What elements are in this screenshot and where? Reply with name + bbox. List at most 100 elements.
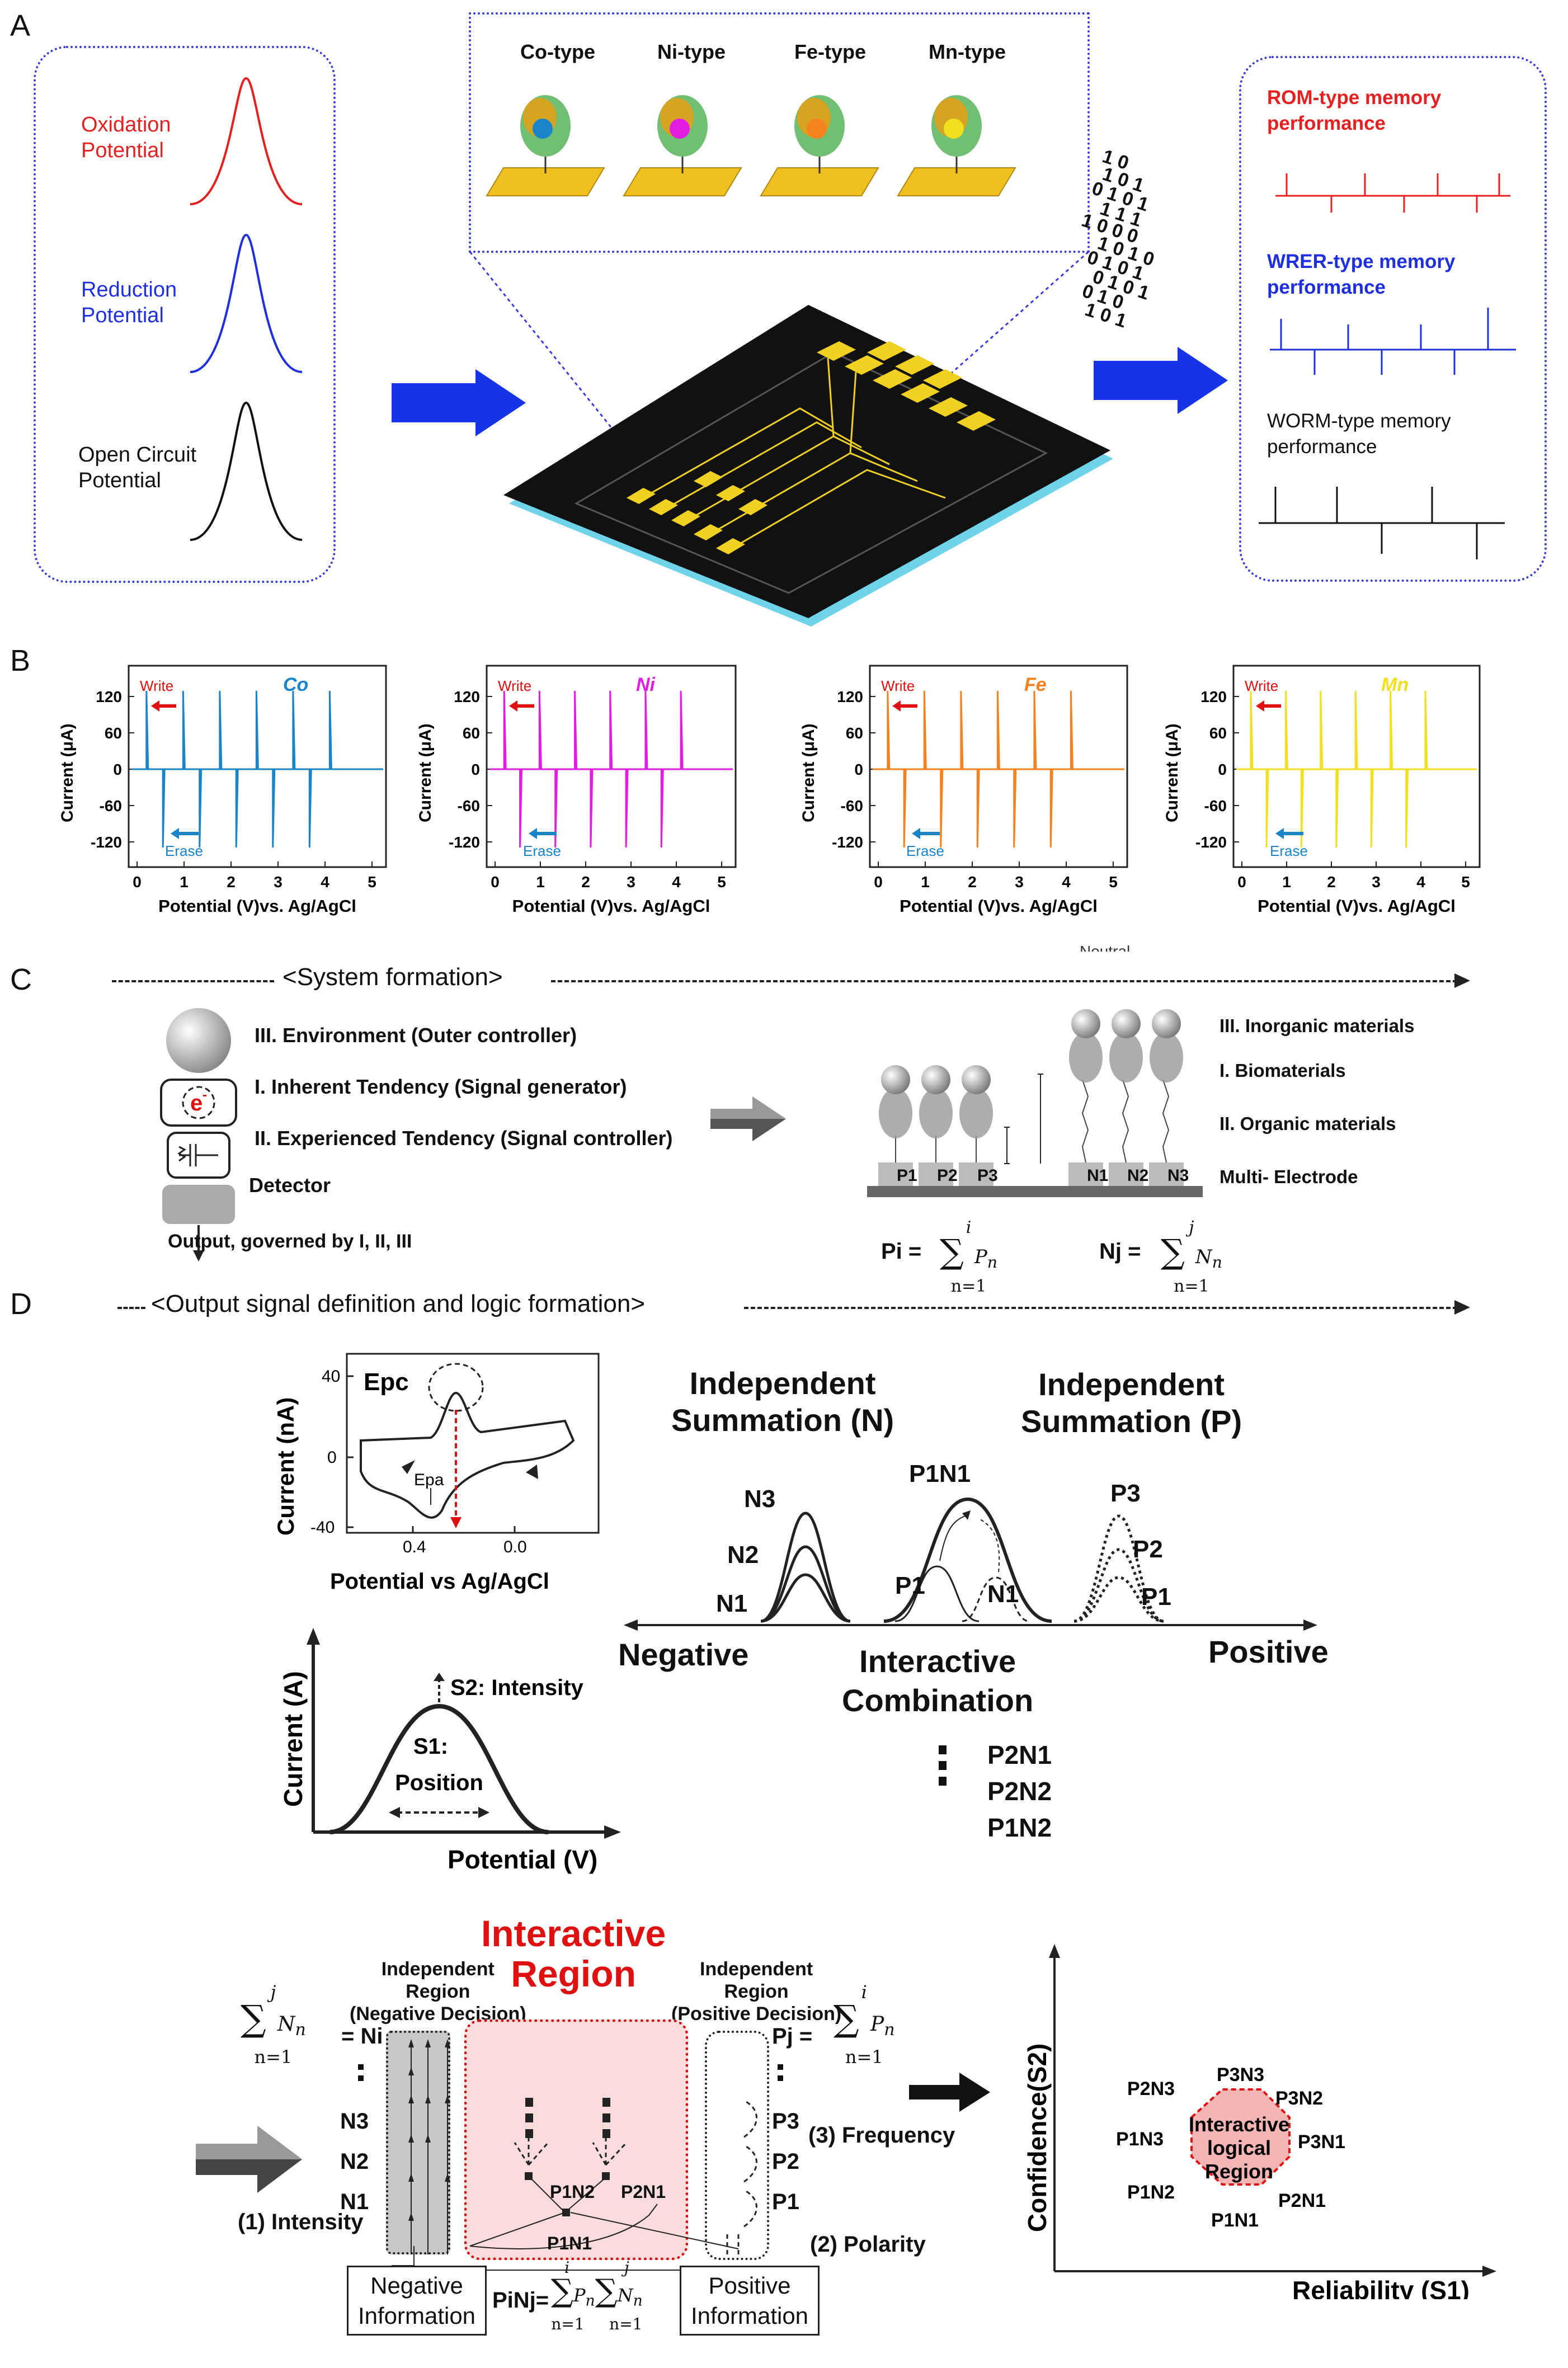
xtick: 2 bbox=[227, 873, 236, 891]
electrode-p2: P2 bbox=[937, 1166, 958, 1185]
xtick: 1 bbox=[180, 873, 189, 891]
ytick: -60 bbox=[100, 797, 122, 815]
protein-electrodes bbox=[486, 95, 1016, 196]
output-text: Output, governed by I, II, III bbox=[168, 1231, 412, 1252]
xtick: 3 bbox=[274, 873, 282, 891]
item-experienced: II. Experienced Tendency (Signal control… bbox=[255, 1127, 673, 1150]
electrode-n3: N3 bbox=[1167, 1166, 1189, 1185]
oct-p3n1: P3N1 bbox=[1298, 2131, 1345, 2153]
chart-frame bbox=[128, 665, 387, 868]
polarity-label: (2) Polarity bbox=[810, 2232, 926, 2257]
black-arrow-icon bbox=[909, 2073, 990, 2112]
ytick: 120 bbox=[837, 688, 863, 705]
peak-ylabel: Current (A) bbox=[279, 1671, 308, 1807]
x-axis-label: Potential (V)vs. Ag/AgCl bbox=[512, 896, 710, 916]
s2-label: S2: Intensity bbox=[450, 1675, 584, 1700]
panel-label-a: A bbox=[10, 9, 31, 43]
confidence-label: Confidence(S2) bbox=[1024, 2044, 1052, 2232]
ind-region-pos: Independent Region (Positive Decision) bbox=[671, 1959, 842, 2025]
y-axis-label: Current (μA) bbox=[799, 723, 818, 822]
xtick: 4 bbox=[321, 873, 329, 891]
label-organic: II. Organic materials bbox=[1219, 1113, 1396, 1134]
type-fe: Fe-type bbox=[794, 40, 867, 63]
p-peaks bbox=[1073, 1514, 1164, 1623]
ind-sum-p: Independent Summation (P) bbox=[1021, 1367, 1242, 1439]
epc-label: Epc bbox=[364, 1368, 409, 1396]
signal-trace bbox=[873, 690, 1124, 848]
item-environment: III. Environment (Outer controller) bbox=[255, 1024, 577, 1047]
label-electrode: Multi- Electrode bbox=[1219, 1166, 1358, 1187]
ytick: -120 bbox=[91, 834, 122, 851]
pinj-label: PiNj= bbox=[492, 2288, 549, 2313]
worm-label: WORM-type memory performance bbox=[1267, 410, 1451, 458]
n-peaks bbox=[760, 1512, 851, 1623]
xtick: 3 bbox=[627, 873, 635, 891]
interactive-combination: Interactive Combination bbox=[842, 1644, 1034, 1718]
dash-line-2 bbox=[551, 980, 1457, 982]
detector-icon bbox=[162, 1185, 235, 1224]
xtick: 0 bbox=[874, 873, 883, 891]
ytick: 120 bbox=[96, 688, 122, 705]
x-axis-label: Potential (V)vs. Ag/AgCl bbox=[1258, 896, 1456, 916]
ytick: -120 bbox=[449, 834, 480, 851]
xtick: 0 bbox=[133, 873, 142, 891]
oct-p1n3: P1N3 bbox=[1116, 2129, 1164, 2150]
peak-xlabel: Potential (V) bbox=[448, 1845, 597, 1874]
system-icons: e - bbox=[160, 1008, 237, 1261]
epa-label: Epa bbox=[414, 1471, 444, 1489]
xtick: 1 bbox=[536, 873, 545, 891]
erase-label: Erase bbox=[165, 842, 203, 859]
ytick: 60 bbox=[463, 724, 480, 742]
type-co: Co-type bbox=[520, 40, 595, 63]
center-peaks bbox=[883, 1497, 1052, 1623]
write-label: Write bbox=[140, 677, 173, 694]
item-inherent: I. Inherent Tendency (Signal generator) bbox=[255, 1075, 627, 1098]
n2-label: N2 bbox=[727, 1541, 759, 1569]
y-axis-label: Current (μA) bbox=[416, 723, 435, 822]
reduction-label: Reduction Potential bbox=[81, 278, 177, 327]
cv-ytick-m40: -40 bbox=[310, 1518, 335, 1537]
xtick: 1 bbox=[1282, 873, 1291, 891]
chart-frame bbox=[869, 665, 1128, 868]
xtick: 4 bbox=[1062, 873, 1071, 891]
chart-frame bbox=[486, 665, 737, 868]
combo-p2n2: P2N2 bbox=[987, 1777, 1052, 1806]
xtick: 4 bbox=[672, 873, 681, 891]
ytick: 0 bbox=[113, 761, 122, 778]
frequency-label: (3) Frequency bbox=[808, 2123, 955, 2148]
reduction-peak bbox=[190, 233, 303, 373]
p2-label: P2 bbox=[1133, 1536, 1163, 1563]
item-detector: Detector bbox=[249, 1174, 331, 1197]
dash-line-3 bbox=[117, 1307, 145, 1309]
big-gray-arrow-icon bbox=[196, 2126, 302, 2193]
ytick: -120 bbox=[1195, 834, 1227, 851]
electron-icon bbox=[160, 1079, 237, 1127]
ind-region-neg: Independent Region (Negative Decision) bbox=[350, 1959, 526, 2025]
oct-p2n1: P2N1 bbox=[1278, 2190, 1326, 2211]
chart-frame bbox=[1232, 665, 1481, 868]
type-inset bbox=[469, 12, 1090, 253]
svg-text:e: e bbox=[190, 1091, 203, 1115]
type-ni: Ni-type bbox=[657, 40, 726, 63]
cv-xtick-04: 0.4 bbox=[403, 1538, 426, 1556]
octagon-c3: Region bbox=[1205, 2160, 1273, 2183]
neg-stack-ni: = Ni bbox=[341, 2024, 383, 2049]
xtick: 4 bbox=[1416, 873, 1425, 891]
neg-stack-n1: N1 bbox=[340, 2190, 369, 2214]
cv-ylabel: Current (nA) bbox=[272, 1397, 299, 1536]
octagon-shape bbox=[1190, 2088, 1291, 2186]
ytick: 60 bbox=[1209, 724, 1227, 742]
oct-p2n3: P2N3 bbox=[1127, 2078, 1175, 2099]
cv-ytick-0: 0 bbox=[327, 1448, 337, 1467]
type-mn: Mn-type bbox=[929, 40, 1006, 63]
xtick: 5 bbox=[1109, 873, 1118, 891]
negative-label: Negative bbox=[618, 1637, 749, 1672]
ytick: -60 bbox=[841, 797, 863, 815]
erase-label: Erase bbox=[906, 842, 944, 859]
gray-arrow-icon bbox=[710, 1096, 786, 1141]
metal-name: Co bbox=[283, 674, 308, 695]
